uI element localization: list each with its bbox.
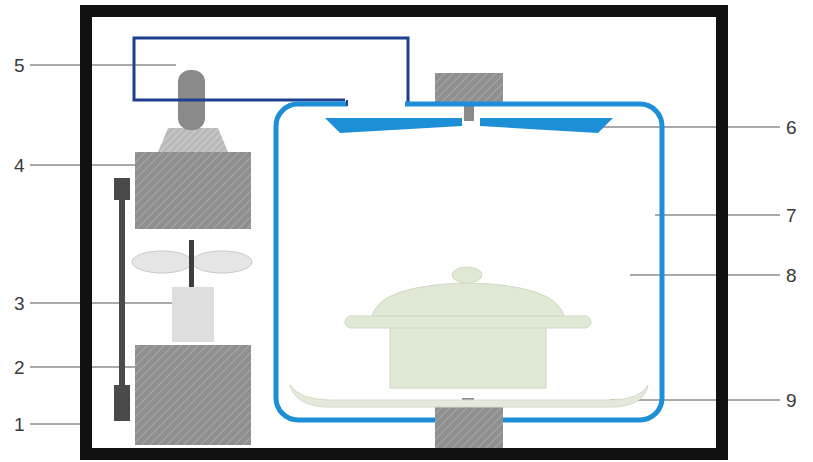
callout-number: 9 — [786, 391, 797, 410]
turntable-drive — [435, 405, 503, 448]
callout-number: 8 — [786, 266, 797, 285]
leader-line — [630, 275, 780, 276]
magnetron — [135, 70, 251, 229]
waveguide-opening — [347, 100, 405, 109]
callout-number: 5 — [14, 56, 25, 75]
leader-line — [30, 303, 186, 304]
callout-number: 7 — [786, 206, 797, 225]
callout-number: 1 — [14, 415, 25, 434]
housing — [86, 11, 722, 454]
callout-number: 6 — [786, 118, 797, 137]
mode-stirrer — [325, 118, 613, 133]
cooking-cavity — [276, 104, 662, 420]
transformer — [135, 345, 251, 445]
callout-number: 4 — [14, 156, 25, 175]
waveguide — [134, 38, 408, 104]
latch-bar — [114, 178, 130, 421]
callout-number: 3 — [14, 294, 25, 313]
fan — [132, 240, 252, 342]
callout-number: 2 — [14, 358, 25, 377]
leader-line — [30, 65, 176, 66]
stirrer-motor — [435, 73, 503, 103]
leader-line — [600, 127, 780, 128]
cooking-pot — [345, 267, 591, 388]
leader-line — [30, 424, 80, 425]
